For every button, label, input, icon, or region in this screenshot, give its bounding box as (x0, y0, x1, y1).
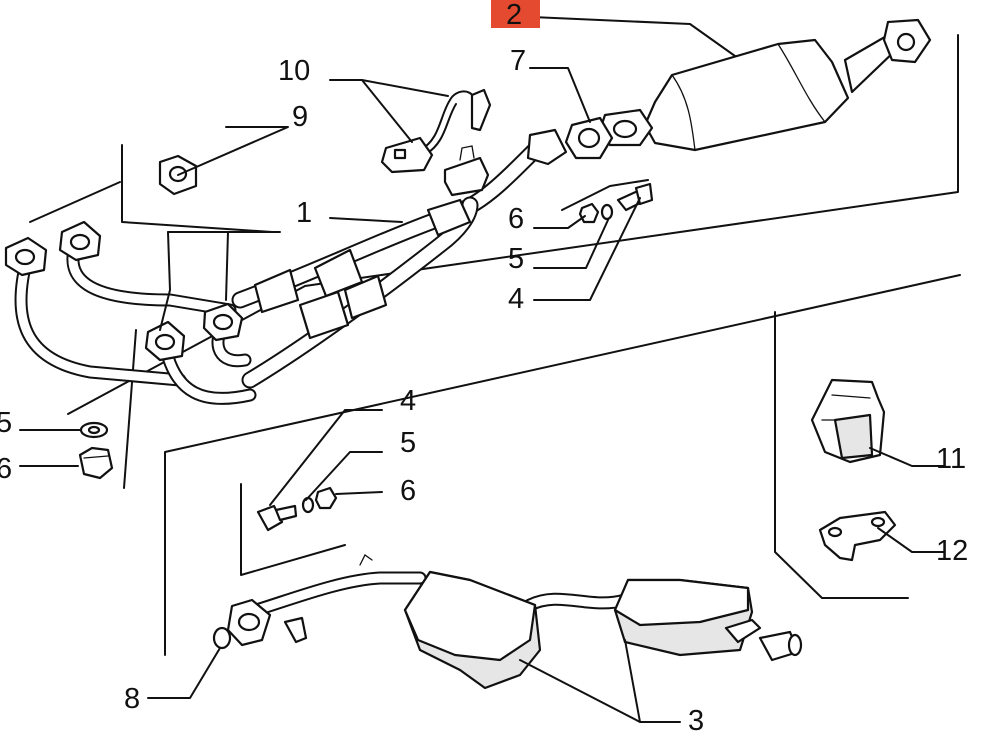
group-boundary-hardware (561, 179, 649, 211)
callout-1[interactable]: 1 (296, 197, 312, 229)
lambda-sensor (380, 88, 492, 174)
group-boundary-lower (164, 274, 961, 656)
callout-5-upper[interactable]: 5 (508, 243, 524, 275)
callout-2[interactable]: 2 (506, 0, 522, 31)
callout-9[interactable]: 9 (292, 101, 308, 133)
callout-4-upper[interactable]: 4 (508, 283, 524, 315)
selected-part-highlight (491, 0, 540, 28)
hardware-upper (578, 182, 654, 224)
callout-7[interactable]: 7 (510, 45, 526, 77)
gasket-7 (564, 116, 614, 160)
callout-labels: 2 10 7 9 1 6 5 4 5 6 4 5 6 11 12 8 3 (0, 0, 968, 732)
callout-6-middle[interactable]: 6 (400, 475, 416, 507)
callout-4-middle[interactable]: 4 (400, 385, 416, 417)
callout-6-left[interactable]: 6 (0, 453, 12, 485)
callout-10[interactable]: 10 (278, 55, 310, 87)
sensor-bracket (443, 145, 490, 197)
callout-12[interactable]: 12 (936, 535, 968, 567)
callout-8[interactable]: 8 (124, 683, 140, 715)
hardware-left (78, 421, 114, 480)
rubber-mount (810, 378, 886, 464)
front-pipe-manifold (4, 128, 568, 405)
leader-lines (19, 16, 945, 723)
catalytic-converter (598, 18, 932, 152)
callout-3[interactable]: 3 (688, 705, 704, 732)
callout-5-left[interactable]: 5 (0, 407, 12, 439)
callout-5-middle[interactable]: 5 (400, 427, 416, 459)
hardware-middle (256, 486, 338, 532)
callout-6-upper[interactable]: 6 (508, 203, 524, 235)
group-boundary-upper (29, 34, 959, 489)
callout-11[interactable]: 11 (936, 443, 966, 475)
group-boundary-right (774, 311, 909, 599)
rear-silencer-system (212, 554, 803, 690)
mounting-bracket (818, 510, 897, 562)
